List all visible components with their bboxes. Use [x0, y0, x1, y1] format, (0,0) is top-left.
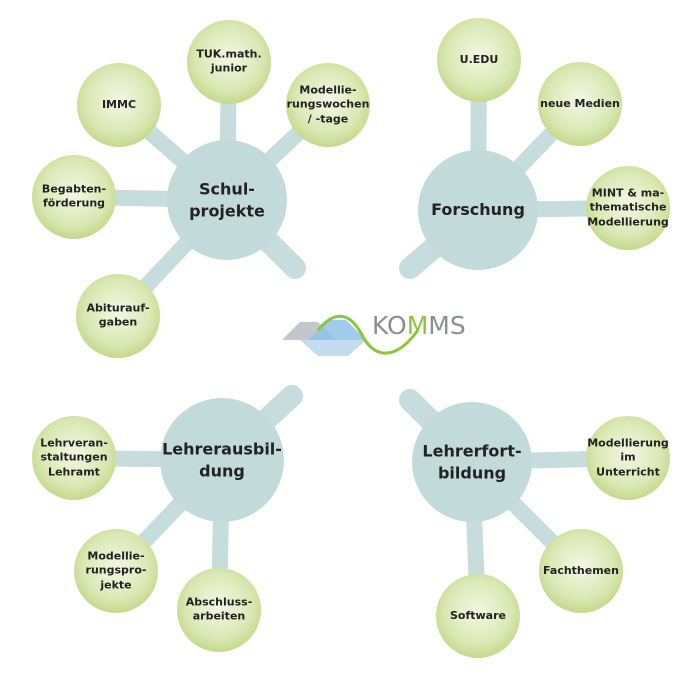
satellite-label: Begabten- förderung: [41, 182, 107, 210]
komms-logo-text: KOMMS: [372, 311, 466, 340]
satellite-node: [437, 18, 521, 102]
satellite-node: [586, 416, 670, 500]
hub-label: Schul- projekte: [189, 179, 265, 220]
satellite-label: Abschluss- arbeiten: [185, 595, 253, 623]
satellite-node: [77, 63, 161, 147]
satellite-label: Lehrveran- staltungen Lehramt: [40, 436, 108, 479]
satellite-label: U.EDU: [459, 52, 499, 66]
komms-logo: [282, 314, 420, 356]
satellite-label: Fachthemen: [543, 563, 619, 577]
satellite-label: MINT & ma- thematische Modellierung: [587, 186, 669, 229]
satellite-label: Modellie- rungspro- jekte: [85, 549, 147, 592]
satellite-node: [177, 568, 261, 652]
satellite-label: Software: [450, 608, 506, 622]
hub-node: [160, 398, 284, 522]
hub-label: Lehrerausbil- dung: [162, 439, 282, 480]
satellite-node: [76, 274, 160, 358]
hub-node: [418, 150, 538, 270]
satellite-label: Abiturauf- gaben: [86, 301, 150, 329]
satellite-label: Modellie- rungswochen / -tage: [286, 83, 370, 126]
satellite-label: Modellierung im Unterricht: [587, 436, 669, 479]
satellite-node: [32, 155, 116, 239]
hub-node: [167, 140, 287, 260]
hub-label: Lehrerfort- bildung: [422, 441, 522, 482]
hub-node: [412, 402, 532, 522]
satellite-node: [586, 166, 670, 250]
satellite-label: neue Medien: [540, 96, 620, 110]
satellite-node: [436, 574, 520, 658]
hub-label: Forschung: [431, 200, 525, 220]
satellite-node: [538, 62, 622, 146]
satellite-node: [32, 416, 116, 500]
satellite-node: [286, 63, 370, 147]
satellite-node: [74, 529, 158, 613]
satellite-node: [187, 20, 271, 104]
satellite-node: [539, 529, 623, 613]
satellite-label: TUK.math. junior: [196, 47, 262, 75]
satellite-label: IMMC: [101, 97, 137, 111]
